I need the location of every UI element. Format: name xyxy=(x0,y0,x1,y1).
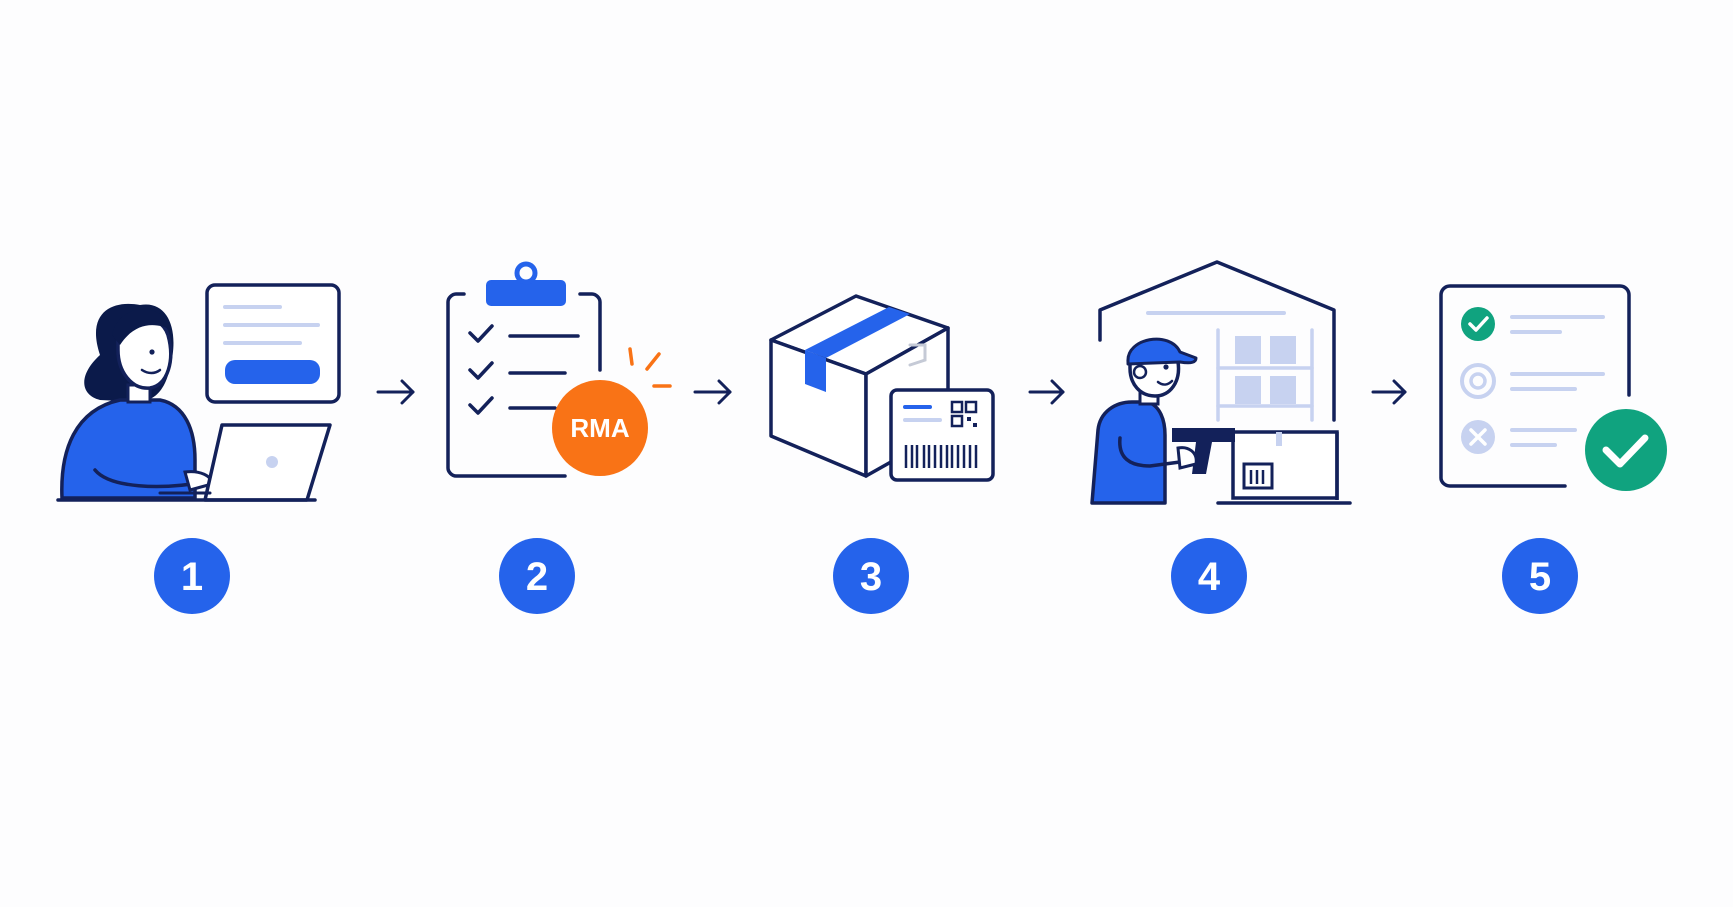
step-3-number: 3 xyxy=(860,555,882,599)
package-shipping-label-icon xyxy=(769,294,995,482)
arrow-right-icon xyxy=(376,379,415,405)
step-3-badge: 3 xyxy=(833,538,909,614)
step-1-badge: 1 xyxy=(154,538,230,614)
step-4-number: 4 xyxy=(1198,555,1221,599)
step-5: 5 xyxy=(1439,284,1667,614)
rma-badge-label: RMA xyxy=(570,413,629,443)
step-5-number: 5 xyxy=(1529,555,1551,599)
step-5-badge: 5 xyxy=(1502,538,1578,614)
step-2: RMA 2 xyxy=(446,261,672,614)
arrow-right-icon xyxy=(1371,379,1407,405)
step-4-badge: 4 xyxy=(1171,538,1247,614)
step-4: 4 xyxy=(1090,260,1352,614)
warehouse-worker-scanner-icon xyxy=(1090,260,1352,505)
arrow-right-icon xyxy=(693,379,732,405)
customer-laptop-request-icon xyxy=(56,283,341,502)
clipboard-rma-icon: RMA xyxy=(446,261,672,478)
step-2-number: 2 xyxy=(526,555,548,599)
step-1: 1 xyxy=(56,283,341,614)
step-2-badge: 2 xyxy=(499,538,575,614)
step-1-number: 1 xyxy=(181,555,203,599)
arrow-right-icon xyxy=(1028,379,1065,405)
inspection-checklist-approved-icon xyxy=(1439,284,1667,491)
step-3: 3 xyxy=(769,294,995,614)
